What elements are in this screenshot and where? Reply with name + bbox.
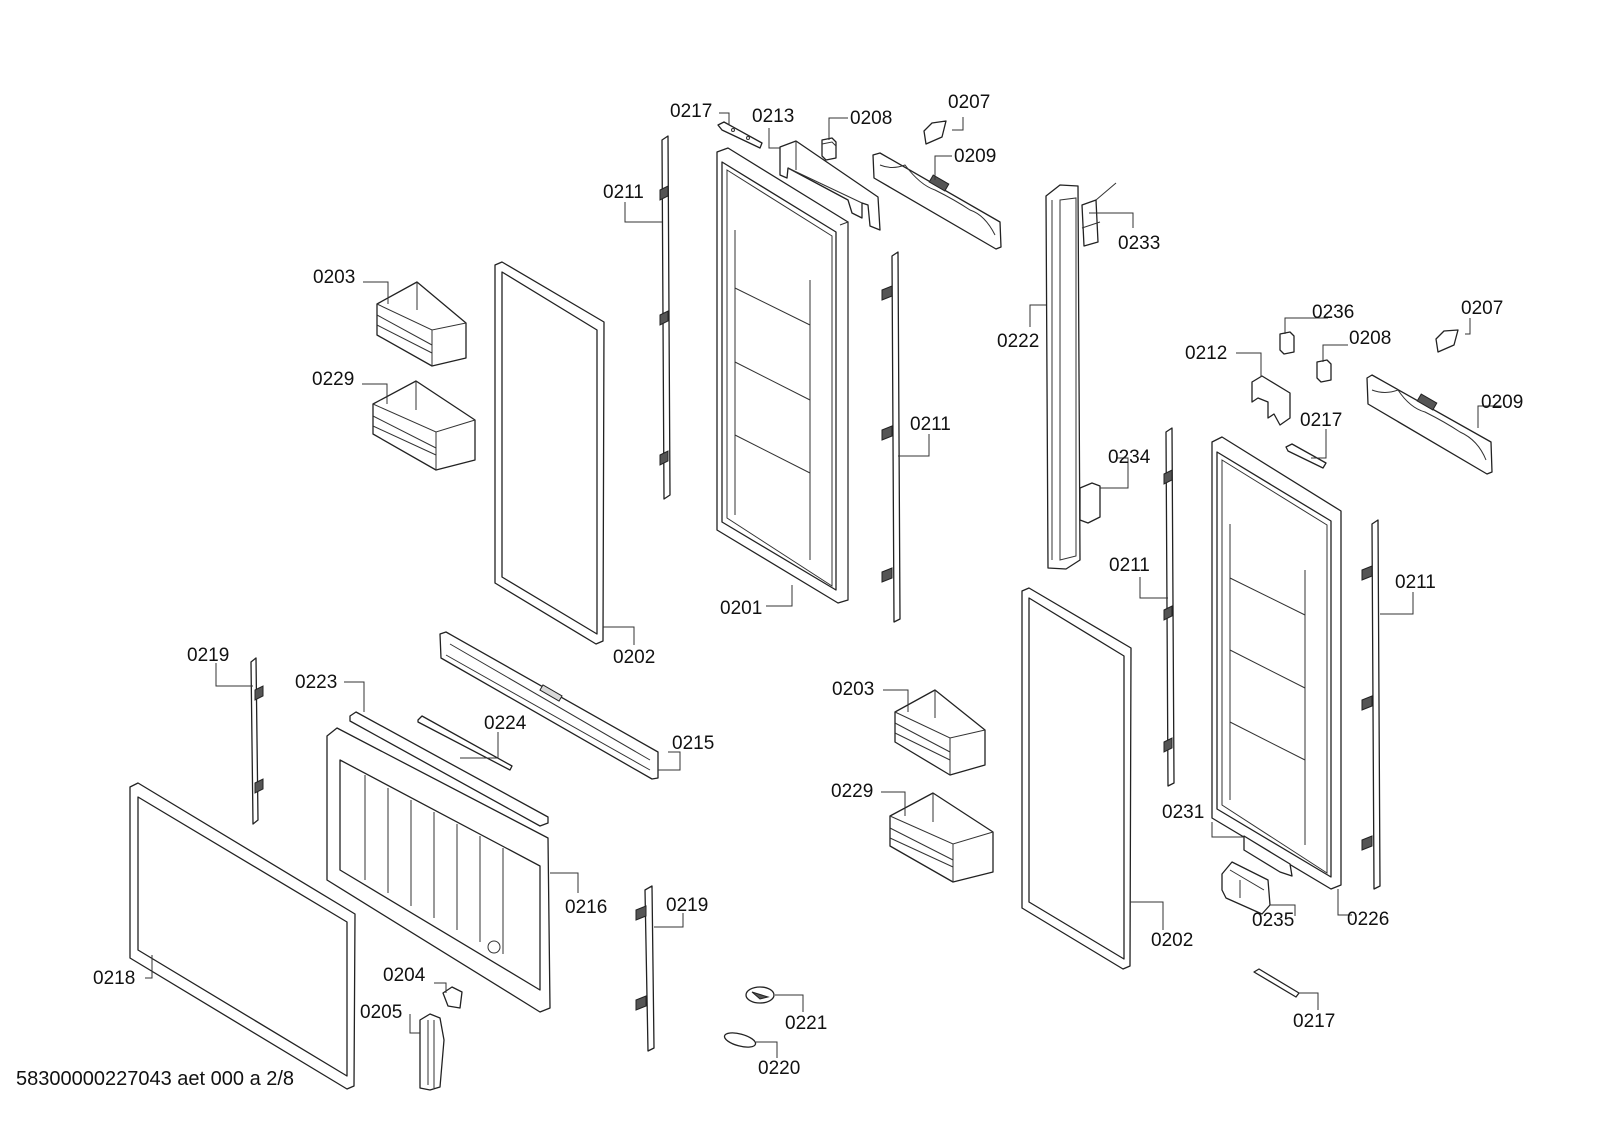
label-0219-b: 0219 (666, 895, 708, 916)
label-0211-c: 0211 (1109, 555, 1150, 576)
part-0204-clip (442, 986, 463, 1009)
part-0208-cap-b (1316, 359, 1332, 383)
label-0217-a: 0217 (670, 101, 712, 122)
part-0223-strip (349, 711, 549, 827)
part-0205-handle (419, 1013, 445, 1091)
part-0216-freezer-door (326, 727, 551, 1013)
part-0207-plug-a (923, 120, 947, 145)
label-0218: 0218 (93, 968, 135, 989)
label-0223: 0223 (295, 672, 337, 693)
label-0234: 0234 (1108, 447, 1151, 468)
label-0233: 0233 (1118, 233, 1160, 254)
label-0216: 0216 (565, 897, 607, 918)
label-0229-a: 0229 (312, 369, 354, 390)
part-0213-cover (779, 140, 881, 231)
label-0213: 0213 (752, 106, 794, 127)
part-0218-gasket (129, 782, 356, 1090)
label-0211-a: 0211 (603, 182, 644, 203)
part-0224-strip (417, 715, 513, 771)
label-0203-b: 0203 (832, 679, 874, 700)
label-0215: 0215 (672, 733, 714, 754)
part-0211-strip-c (1163, 427, 1175, 787)
label-0211-b: 0211 (910, 414, 951, 435)
part-0226-door-b (1211, 436, 1342, 890)
label-0202-a: 0202 (613, 647, 655, 668)
document-footer-id: 58300000227043 aet 000 a 2/8 (16, 1068, 294, 1090)
part-0217-bracket-a (717, 121, 763, 149)
label-0207-b: 0207 (1461, 298, 1503, 319)
label-0207-a: 0207 (948, 92, 990, 113)
part-0211-strip-d (1361, 519, 1381, 890)
label-0236: 0236 (1312, 302, 1354, 323)
part-0211-strip-a (659, 135, 671, 500)
part-0222-mullion (1045, 184, 1081, 570)
label-0221: 0221 (785, 1013, 827, 1034)
label-0208-a: 0208 (850, 108, 892, 129)
part-0215-rail (439, 631, 659, 780)
part-0207-plug-b (1435, 329, 1459, 353)
label-0202-b: 0202 (1151, 930, 1193, 951)
part-0209-hinge-plate-a (872, 152, 1002, 250)
label-0209-a: 0209 (954, 146, 996, 167)
label-0201: 0201 (720, 598, 762, 619)
label-0209-b: 0209 (1481, 392, 1523, 413)
label-0205: 0205 (360, 1002, 402, 1023)
label-0231: 0231 (1162, 802, 1204, 823)
part-0219-strip-a (250, 657, 264, 825)
part-0234-block (1079, 482, 1101, 524)
part-0202-gasket-b (1021, 587, 1132, 970)
part-0211-strip-b (881, 251, 901, 623)
label-0229-b: 0229 (831, 781, 873, 802)
part-0203-drawer-a (376, 281, 467, 367)
part-0229-drawer-a (372, 380, 476, 471)
label-0222: 0222 (997, 331, 1039, 352)
label-0203-a: 0203 (313, 267, 355, 288)
part-0209-hinge-plate-b (1366, 374, 1493, 475)
label-0204: 0204 (383, 965, 426, 986)
leader-lines (145, 112, 1502, 1058)
part-0203-drawer-b (894, 689, 986, 776)
part-0219-strip-b (635, 885, 655, 1052)
part-0231-plate (1243, 835, 1293, 877)
label-0208-b: 0208 (1349, 328, 1391, 349)
part-0236-cap (1279, 331, 1295, 355)
label-0212: 0212 (1185, 343, 1227, 364)
part-0217-bracket-c (1253, 968, 1300, 998)
label-0226: 0226 (1347, 909, 1389, 930)
part-0233-block (1081, 182, 1117, 247)
label-0224: 0224 (484, 713, 527, 734)
label-0219-a: 0219 (187, 645, 229, 666)
label-0211-d: 0211 (1395, 572, 1436, 593)
part-0202-gasket-a (494, 261, 605, 645)
label-0220: 0220 (758, 1058, 800, 1079)
part-0212-cover (1251, 375, 1291, 426)
part-0235-hinge-block (1221, 861, 1271, 915)
part-0229-drawer-b (889, 792, 994, 883)
part-0217-bracket-b (1285, 443, 1327, 469)
label-0235: 0235 (1252, 910, 1294, 931)
label-0217-b: 0217 (1300, 410, 1342, 431)
part-0220-disc (723, 1032, 757, 1048)
part-0201-door-a (716, 147, 849, 604)
part-number-labels: 0217 0213 0208 0207 0209 0211 0233 0203 … (93, 92, 1523, 1079)
label-0217-c: 0217 (1293, 1011, 1335, 1032)
part-0208-cap-a (821, 137, 837, 161)
part-0221-knob (745, 986, 775, 1004)
